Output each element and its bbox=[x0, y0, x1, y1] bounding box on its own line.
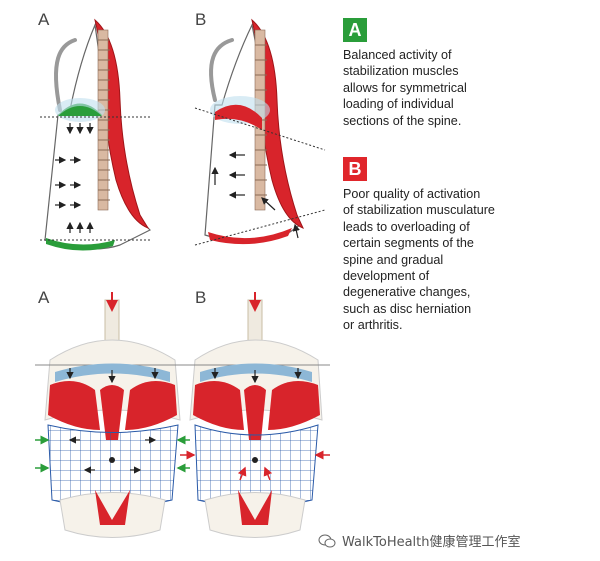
torso-front-view-a bbox=[35, 292, 190, 538]
watermark-text: WalkToHealth健康管理工作室 bbox=[342, 535, 521, 550]
legend-b-text: Poor quality of activation of stabilizat… bbox=[343, 186, 583, 334]
trunk-side-view-b bbox=[194, 18, 326, 246]
wechat-icon bbox=[318, 534, 336, 547]
torso-front-view-b bbox=[180, 292, 330, 538]
legend-b-line: such as disc herniation bbox=[343, 301, 472, 316]
panel-label-bottom-b: B bbox=[195, 288, 207, 307]
legend-a-line: loading of individual bbox=[343, 97, 454, 112]
legend-b-line: of stabilization musculature bbox=[343, 203, 495, 218]
legend-a-line: allows for symmetrical bbox=[343, 80, 467, 95]
legend-b-line: spine and gradual bbox=[343, 252, 444, 267]
legend-a-text: Balanced activity of stabilization muscl… bbox=[343, 47, 583, 129]
legend-b-line: certain segments of the bbox=[343, 236, 474, 251]
legend-b-line: development of bbox=[343, 269, 430, 284]
legend-a-badge: A bbox=[343, 18, 367, 42]
legend-b-line: Poor quality of activation bbox=[343, 187, 481, 201]
trunk-side-view-a bbox=[40, 18, 152, 251]
legend-b-line: leads to overloading of bbox=[343, 219, 470, 234]
legend-a-line: stabilization muscles bbox=[343, 64, 459, 79]
legend-a-line: Balanced activity of bbox=[343, 48, 452, 62]
legend-b-line: degenerative changes, bbox=[343, 285, 471, 300]
watermark: WalkToHealth健康管理工作室 bbox=[318, 531, 521, 550]
legend-a-line: sections of the spine. bbox=[343, 113, 462, 128]
legend-b-badge: B bbox=[343, 157, 367, 181]
panel-label-top-b: B bbox=[195, 10, 207, 29]
panel-label-bottom-a: A bbox=[38, 288, 50, 307]
panel-label-top-a: A bbox=[38, 10, 50, 29]
legend-b-line: or arthritis. bbox=[343, 318, 403, 333]
